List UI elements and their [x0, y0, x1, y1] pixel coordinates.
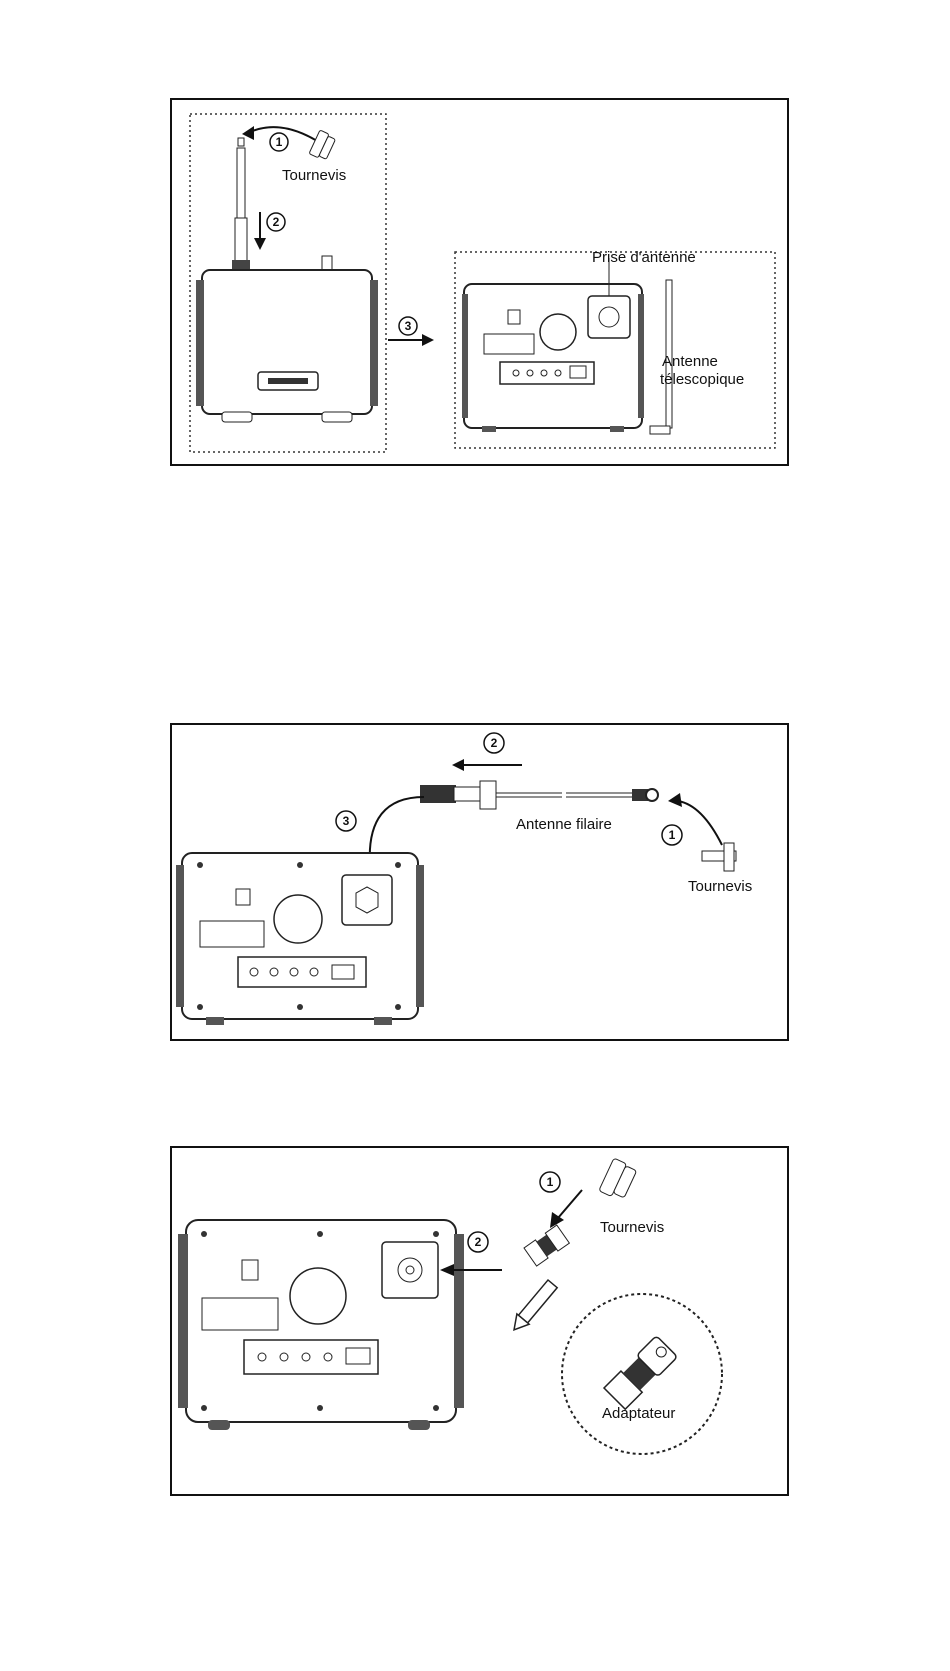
panel-adapter: 2 1 Tournevis Adaptat [170, 1146, 789, 1496]
step-number-1: 1 [276, 135, 283, 149]
step-number-2: 2 [491, 736, 498, 750]
wire-antenna-label: Antenne filaire [516, 816, 612, 833]
step-number-3: 3 [405, 319, 412, 333]
panel3-diagram: 2 1 Tournevis Adaptat [172, 1148, 787, 1494]
screwdriver-icon [309, 130, 336, 161]
panel1-diagram: 1 Tournevis 2 3 [172, 100, 787, 464]
arrow-step1 [678, 801, 722, 845]
socket-label: Prise d'antenne [592, 249, 696, 266]
step-number-3: 3 [343, 814, 350, 828]
panel2-diagram: 2 Antenne filaire 1 Tournevis 3 [172, 725, 787, 1039]
screwdriver-icon [702, 843, 736, 871]
screwdriver-label: Tournevis [600, 1219, 664, 1236]
step-number-1: 1 [547, 1175, 554, 1189]
antenna-label-line2: télescopique [660, 371, 744, 388]
antenna-icon [232, 138, 250, 272]
screwdriver-label: Tournevis [282, 167, 346, 184]
wire-antenna-icon [420, 781, 658, 809]
radio-front-icon [462, 284, 644, 432]
adapter-label: Adaptateur [602, 1405, 675, 1422]
adapter-icon [524, 1225, 569, 1266]
panel-wire-antenna: 2 Antenne filaire 1 Tournevis 3 [170, 723, 789, 1041]
radio-icon [178, 1220, 464, 1430]
pointer-arrow [508, 1279, 559, 1335]
antenna-label-line1: Antenne [662, 353, 718, 370]
screwdriver-icon [599, 1158, 638, 1202]
step-number-1: 1 [669, 828, 676, 842]
step-number-2: 2 [475, 1235, 482, 1249]
panel-telescopic-antenna: 1 Tournevis 2 3 [170, 98, 789, 466]
arrow-step1 [558, 1190, 582, 1218]
radio-icon [196, 256, 378, 422]
screwdriver-label: Tournevis [688, 878, 752, 895]
radio-icon [176, 853, 424, 1025]
step-number-2: 2 [273, 215, 280, 229]
